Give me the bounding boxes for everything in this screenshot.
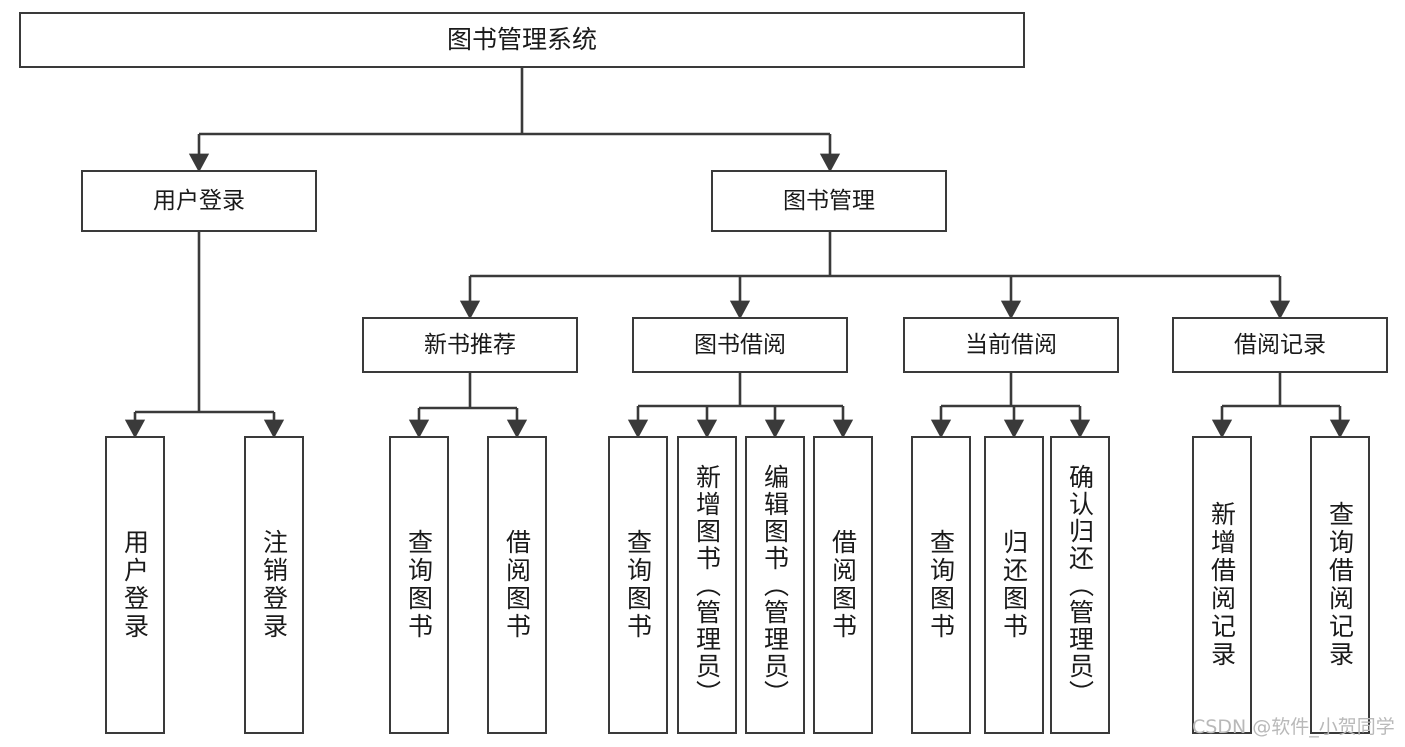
node-root[interactable]: 图书管理系统: [19, 12, 1025, 68]
node-user-login[interactable]: 用户登录: [81, 170, 317, 232]
csdn-watermark: CSDN @软件_小贺同学: [1192, 716, 1395, 738]
node-leaf-borrow-book-2-label: 借阅图书: [828, 529, 858, 641]
node-leaf-borrow-book-1-label: 借阅图书: [502, 529, 532, 641]
node-leaf-return-book[interactable]: 归还图书: [984, 436, 1044, 734]
node-book-manage-label: 图书管理: [783, 187, 875, 214]
node-leaf-logout-label: 注销登录: [259, 529, 289, 641]
node-current-borrow-label: 当前借阅: [965, 331, 1057, 358]
node-leaf-borrow-book-2[interactable]: 借阅图书: [813, 436, 873, 734]
node-leaf-query-book-2[interactable]: 查询图书: [608, 436, 668, 734]
node-leaf-logout[interactable]: 注销登录: [244, 436, 304, 734]
node-book-borrow-label: 图书借阅: [694, 331, 786, 358]
node-leaf-confirm-return-admin[interactable]: 确认归还（管理员）: [1050, 436, 1110, 734]
node-leaf-query-book-2-label: 查询图书: [623, 529, 653, 641]
node-new-book-recommend[interactable]: 新书推荐: [362, 317, 578, 373]
node-leaf-add-book-admin[interactable]: 新增图书（管理员）: [677, 436, 737, 734]
node-leaf-return-book-label: 归还图书: [999, 529, 1029, 641]
node-leaf-edit-book-admin[interactable]: 编辑图书（管理员）: [745, 436, 805, 734]
node-leaf-query-book-1-label: 查询图书: [404, 529, 434, 641]
node-borrow-record-label: 借阅记录: [1234, 331, 1326, 358]
node-user-login-label: 用户登录: [153, 187, 245, 214]
node-new-book-recommend-label: 新书推荐: [424, 331, 516, 358]
node-leaf-query-book-1[interactable]: 查询图书: [389, 436, 449, 734]
node-book-borrow[interactable]: 图书借阅: [632, 317, 848, 373]
node-leaf-borrow-book-1[interactable]: 借阅图书: [487, 436, 547, 734]
node-leaf-query-borrow-record-label: 查询借阅记录: [1325, 501, 1355, 669]
node-leaf-add-book-admin-label: 新增图书（管理员）: [692, 463, 722, 707]
node-leaf-add-borrow-record[interactable]: 新增借阅记录: [1192, 436, 1252, 734]
node-leaf-add-borrow-record-label: 新增借阅记录: [1207, 501, 1237, 669]
node-leaf-query-borrow-record[interactable]: 查询借阅记录: [1310, 436, 1370, 734]
node-leaf-confirm-return-admin-label: 确认归还（管理员）: [1065, 463, 1095, 707]
node-leaf-query-book-3-label: 查询图书: [926, 529, 956, 641]
node-root-label: 图书管理系统: [446, 24, 597, 54]
node-borrow-record[interactable]: 借阅记录: [1172, 317, 1388, 373]
node-leaf-query-book-3[interactable]: 查询图书: [911, 436, 971, 734]
node-current-borrow[interactable]: 当前借阅: [903, 317, 1119, 373]
node-leaf-user-login[interactable]: 用户登录: [105, 436, 165, 734]
node-leaf-user-login-label: 用户登录: [120, 529, 150, 641]
node-book-manage[interactable]: 图书管理: [711, 170, 947, 232]
node-leaf-edit-book-admin-label: 编辑图书（管理员）: [760, 463, 790, 707]
